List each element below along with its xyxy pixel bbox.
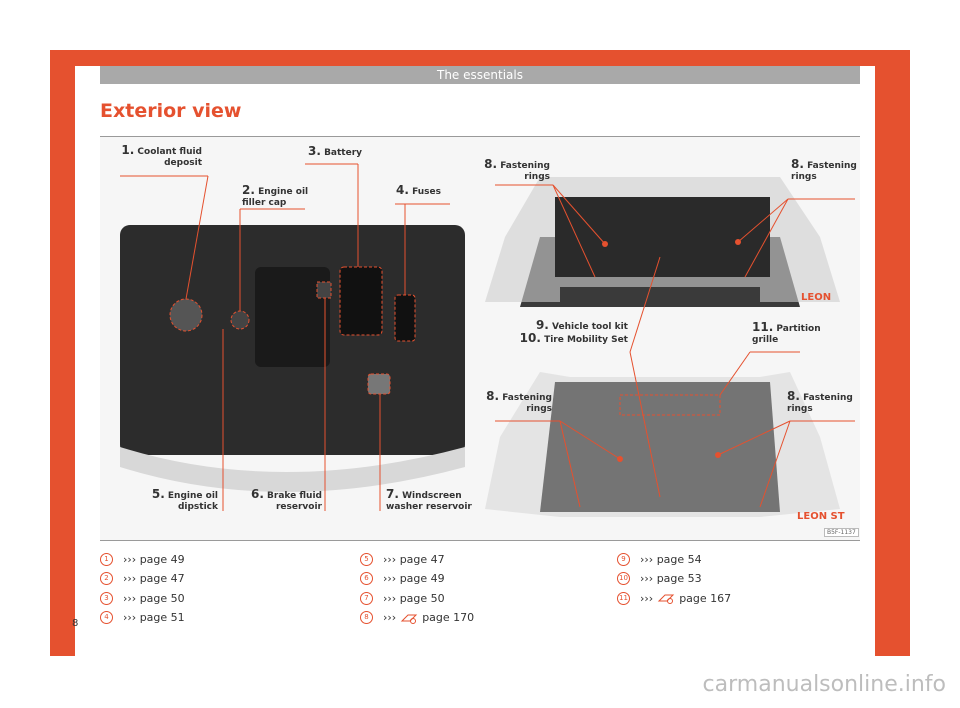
label-battery: 3. Battery (308, 144, 363, 158)
figure-illustration (120, 163, 855, 517)
fuse-box-shape (394, 294, 416, 342)
reference-item[interactable]: 10››› page 53 (617, 570, 817, 588)
washer-reservoir-shape (367, 373, 391, 395)
reference-item[interactable]: 5››› page 47 (360, 550, 560, 568)
bumper-shape (120, 447, 465, 492)
book-icon (657, 594, 675, 604)
reference-item[interactable]: 7››› page 50 (360, 589, 560, 607)
coolant-cap-shape (169, 298, 203, 332)
page-title: Exterior view (100, 100, 242, 122)
reference-item[interactable]: 6››› page 49 (360, 570, 560, 588)
reference-item[interactable]: 4››› page 51 (100, 609, 300, 627)
number-badge: 8 (360, 611, 373, 624)
label-fuses: 4. Fuses (396, 183, 441, 197)
engine-cover-shape (255, 267, 330, 367)
references-column-3: 9››› page 54 10››› page 53 11››› page 16… (617, 550, 817, 609)
watermark: carmanualsonline.info (702, 672, 946, 697)
reference-item[interactable]: 8››› page 170 (360, 609, 560, 627)
leader-lines (120, 163, 855, 511)
reference-item[interactable]: 11››› page 167 (617, 589, 817, 607)
number-badge: 10 (617, 572, 630, 585)
marker-dots (602, 239, 741, 462)
number-badge: 4 (100, 611, 113, 624)
number-badge: 6 (360, 572, 373, 585)
model-label-leon-st: LEON ST (797, 511, 845, 522)
number-badge: 5 (360, 552, 373, 566)
references-column-2: 5››› page 47 6››› page 49 7››› page 50 8… (360, 550, 560, 628)
references-column-1: 1››› page 49 2››› page 47 3››› page 50 4… (100, 550, 300, 628)
reference-item[interactable]: 2››› page 47 (100, 570, 300, 588)
number-badge: 3 (100, 591, 113, 605)
label-vehicle-tool-kit: 9. Vehicle tool kit 10. Tire Mobility Se… (519, 318, 628, 345)
partition-grille-shape (619, 394, 721, 416)
number-badge: 9 (617, 552, 630, 566)
reference-item[interactable]: 9››› page 54 (617, 550, 817, 568)
model-label-leon: LEON (801, 292, 832, 303)
battery-shape (339, 266, 383, 336)
number-badge: 7 (360, 591, 373, 605)
page-number: 8 (72, 618, 79, 629)
leon-boot-floor (555, 197, 770, 277)
book-icon (400, 614, 418, 624)
number-badge: 2 (100, 572, 113, 585)
number-badge: 11 (617, 591, 630, 605)
oil-cap-shape (230, 310, 250, 330)
reference-item[interactable]: 3››› page 50 (100, 589, 300, 607)
reference-item[interactable]: 1››› page 49 (100, 550, 300, 568)
figure-code: B5F-1137 (824, 528, 859, 537)
brake-reservoir-shape (316, 281, 332, 299)
number-badge: 1 (100, 552, 113, 566)
section-header: The essentials (100, 66, 860, 84)
